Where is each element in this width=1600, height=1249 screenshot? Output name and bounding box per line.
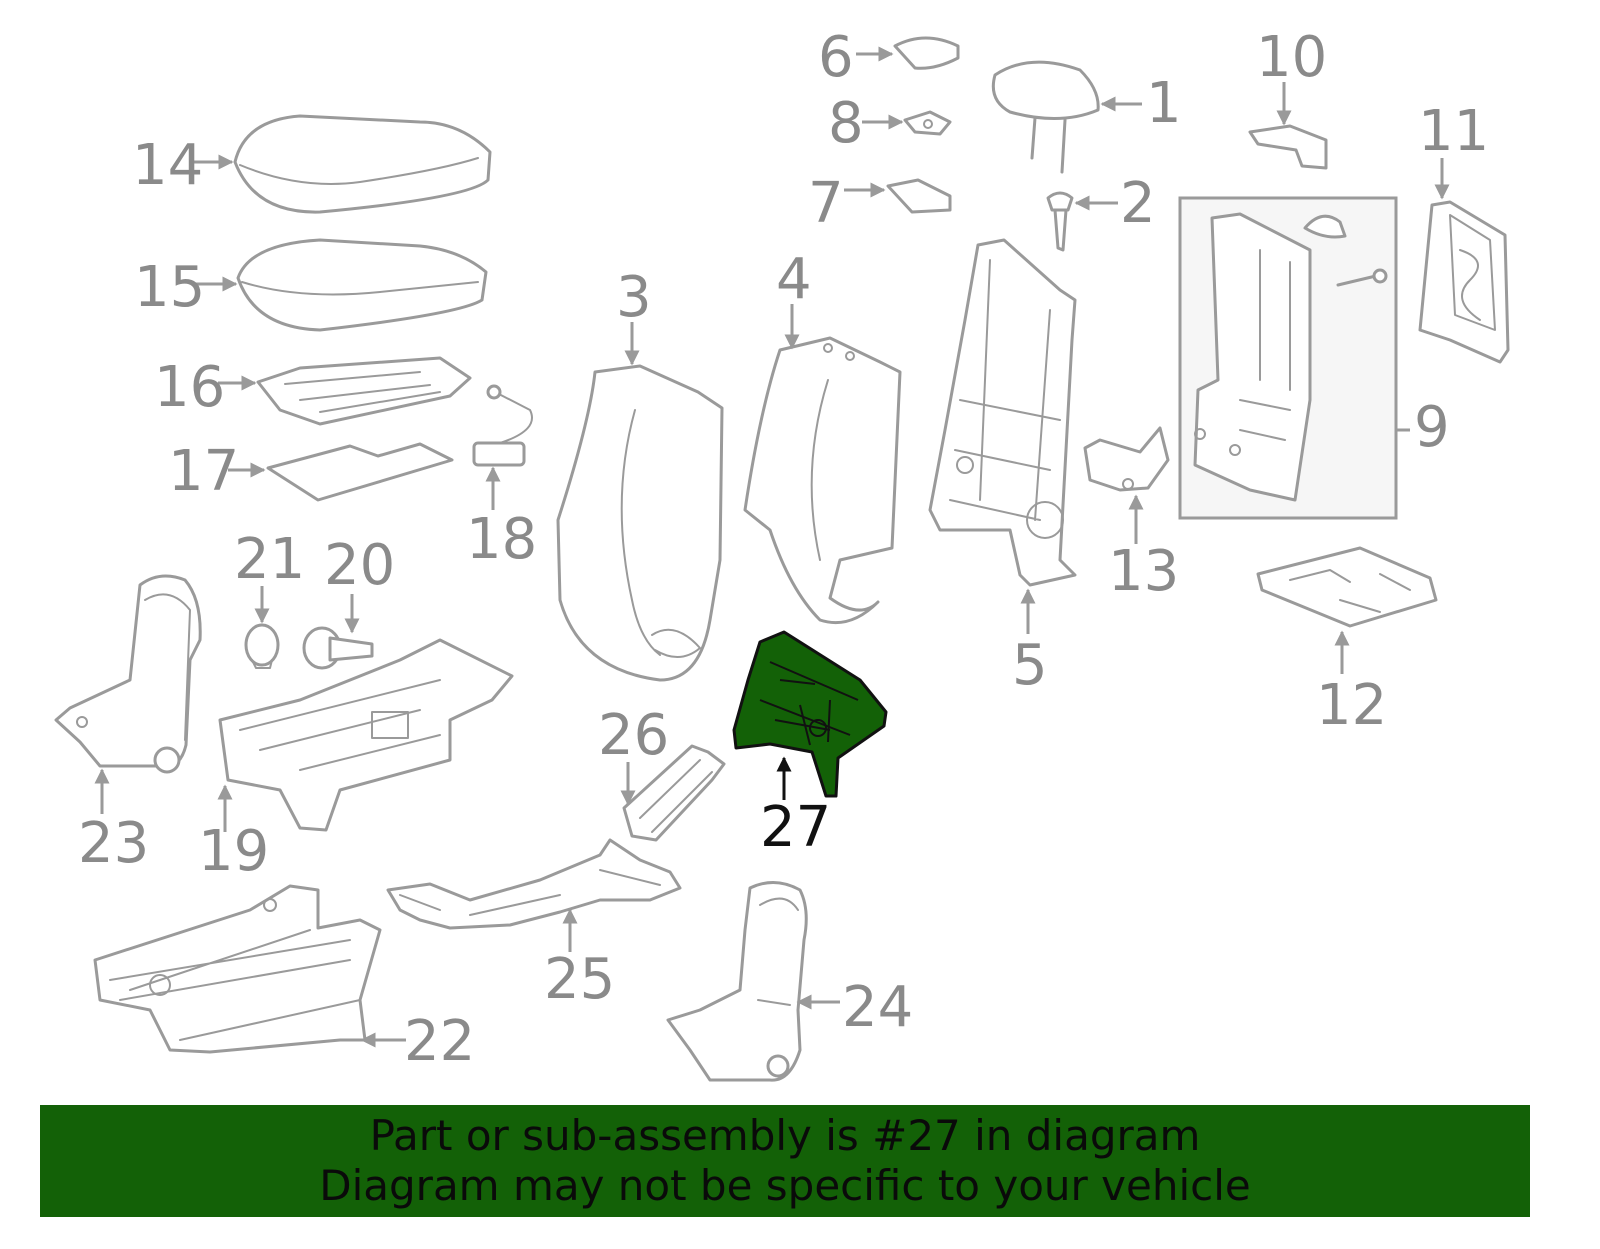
callout-9: 9	[1414, 395, 1450, 460]
part-27-highlighted[interactable]	[732, 630, 888, 798]
callout-3: 3	[616, 265, 652, 330]
part-21-clip	[244, 623, 280, 669]
part-20-fastener	[302, 626, 374, 670]
callout-10: 10	[1256, 25, 1327, 90]
callout-27: 27	[760, 795, 831, 860]
part-17-pad	[266, 442, 454, 502]
callout-labels: 1 2 3 4 5 6 7 8 9 10 11 12 13 14 15 16 1…	[78, 25, 1489, 1074]
callout-26: 26	[598, 703, 669, 768]
banner-line-1: Part or sub-assembly is #27 in diagram	[369, 1111, 1201, 1160]
callout-6: 6	[818, 25, 854, 90]
part-4-seatback-pad	[743, 336, 902, 625]
callout-2: 2	[1120, 171, 1156, 236]
part-16-cushion-heater	[256, 356, 472, 426]
callout-25: 25	[544, 947, 615, 1012]
callout-21: 21	[234, 527, 305, 592]
callout-7: 7	[808, 171, 844, 236]
leader-lines	[94, 46, 1450, 1048]
part-9-back-board-assembly	[1178, 196, 1410, 520]
part-5-seatback-frame	[928, 238, 1077, 587]
part-25-frame-bar	[386, 838, 682, 930]
part-22-seat-adjuster	[93, 884, 382, 1054]
part-8-grommet	[903, 110, 952, 136]
callout-14: 14	[132, 133, 203, 198]
part-11-trim-panel	[1418, 200, 1510, 364]
part-14-cushion-pad	[233, 114, 492, 214]
callout-8: 8	[828, 91, 864, 156]
part-6-cap	[893, 36, 960, 70]
banner-line-2: Diagram may not be specific to your vehi…	[319, 1161, 1251, 1210]
part-23-side-trim	[54, 574, 202, 774]
callout-17: 17	[168, 439, 239, 504]
part-10-bracket	[1248, 124, 1328, 170]
part-1-headrest	[991, 60, 1100, 174]
callout-19: 19	[198, 819, 269, 884]
info-banner: Part or sub-assembly is #27 in diagram D…	[40, 1105, 1530, 1217]
callout-11: 11	[1418, 99, 1489, 164]
callout-12: 12	[1316, 673, 1387, 738]
callout-22: 22	[404, 1009, 475, 1074]
part-7-clip	[886, 178, 952, 214]
callout-1: 1	[1146, 71, 1182, 136]
part-15-cushion-cover	[236, 238, 488, 332]
callout-4: 4	[776, 247, 812, 312]
callout-15: 15	[134, 255, 205, 320]
callout-16: 16	[154, 355, 225, 420]
callout-23: 23	[78, 811, 149, 876]
part-18-sensor	[472, 384, 533, 467]
callout-20: 20	[324, 533, 395, 598]
callout-13: 13	[1108, 539, 1179, 604]
part-2-headrest-guide	[1046, 191, 1074, 252]
part-24-side-cover	[666, 881, 808, 1082]
callout-5: 5	[1012, 633, 1048, 698]
callout-24: 24	[842, 975, 913, 1040]
callout-18: 18	[466, 507, 537, 572]
part-12-plate	[1256, 546, 1438, 628]
part-26-bracket	[622, 744, 726, 842]
part-13-bracket	[1083, 426, 1170, 492]
part-3-seatback-cover	[556, 364, 724, 682]
part-19-shield	[218, 638, 514, 832]
